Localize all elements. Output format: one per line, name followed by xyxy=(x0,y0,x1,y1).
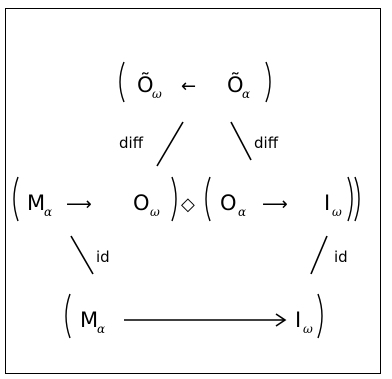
middle-operator: ◇ xyxy=(181,194,195,215)
middle-left-pair: M α ⟶ O ω xyxy=(13,176,177,222)
middle-right-open-paren xyxy=(205,176,211,222)
middle-right-symbol: O xyxy=(220,191,237,215)
bottom-left-paren xyxy=(65,293,71,339)
top-pair: Õ ω ← Õ α xyxy=(119,61,271,103)
middle-left-subscript: α xyxy=(44,205,52,219)
top-left-subscript: ω xyxy=(152,87,162,101)
top-arrow: ← xyxy=(181,76,196,97)
top-left-paren xyxy=(119,61,125,103)
bottom-left-subscript: α xyxy=(97,322,105,336)
top-right-subscript: α xyxy=(242,87,250,101)
middle-left-open-paren xyxy=(13,176,19,222)
bottom-arrow-head xyxy=(275,313,287,327)
middle-left-target-symbol: O xyxy=(133,191,150,215)
middle-right-subscript: α xyxy=(238,205,246,219)
bottom-right-symbol: I xyxy=(295,308,301,332)
middle-right-pair: O α ⟶ I ω xyxy=(205,176,360,222)
upper-right-edge-label: diff xyxy=(254,134,279,152)
lower-right-edge-label: id xyxy=(334,248,348,266)
middle-left-symbol: M xyxy=(27,191,45,215)
middle-right-target-symbol: I xyxy=(324,191,330,215)
middle-right-arrow: ⟶ xyxy=(262,194,288,215)
top-right-paren xyxy=(265,61,271,103)
bottom-left-symbol: M xyxy=(80,308,98,332)
middle-left-target-subscript: ω xyxy=(150,205,160,219)
diagram-frame xyxy=(5,8,381,374)
middle-left-arrow: ⟶ xyxy=(66,194,92,215)
middle-right-close-paren-outer xyxy=(354,176,360,222)
upper-left-edge-label: diff xyxy=(119,134,144,152)
lower-left-edge-label: id xyxy=(96,248,110,266)
upper-right-edge xyxy=(230,121,252,161)
lower-left-edge xyxy=(70,235,94,275)
middle-left-close-paren xyxy=(171,176,177,222)
middle-right-target-subscript: ω xyxy=(332,205,342,219)
bottom-right-paren xyxy=(317,293,323,339)
top-right-symbol: Õ xyxy=(227,71,244,97)
top-left-symbol: Õ xyxy=(137,71,154,97)
middle-right-close-paren-inner xyxy=(347,176,353,222)
lower-right-edge xyxy=(310,235,328,275)
bottom-pair: M α I ω xyxy=(65,293,323,339)
upper-left-edge xyxy=(156,121,184,167)
bottom-right-subscript: ω xyxy=(303,322,313,336)
